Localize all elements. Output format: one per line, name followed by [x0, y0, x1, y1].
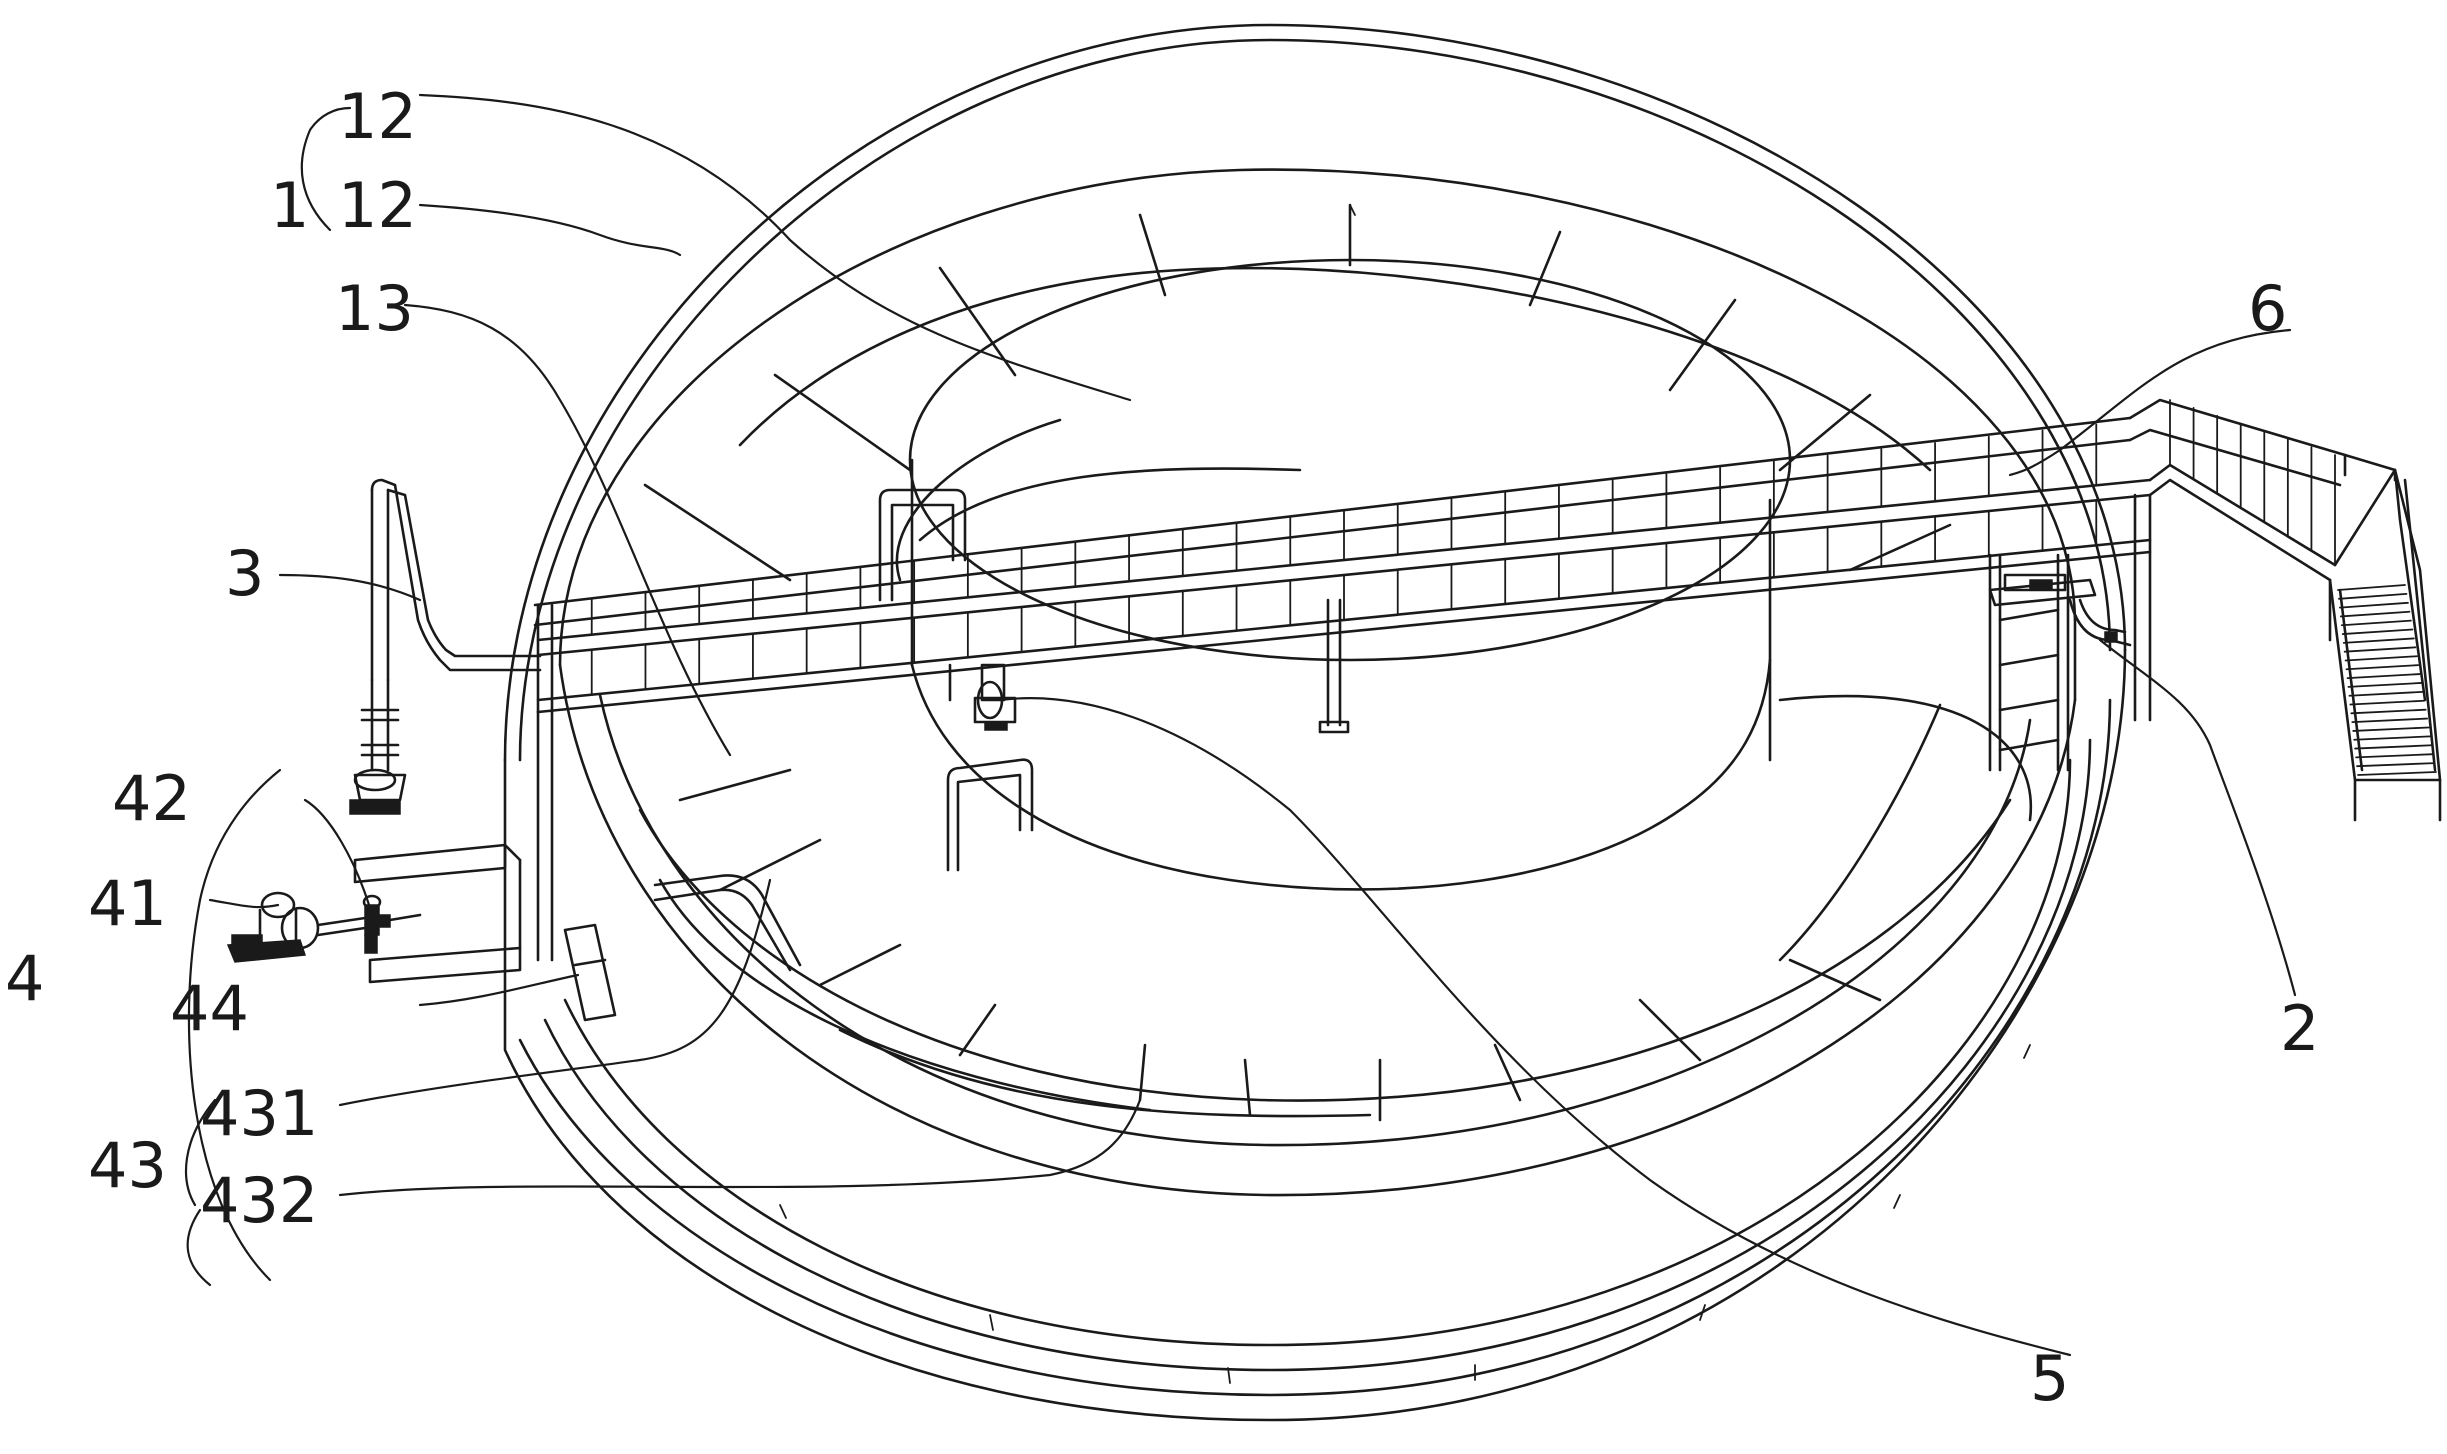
- tank-outer-wall: [503, 23, 2127, 1422]
- pump-motor: [226, 891, 367, 963]
- stair-treads: [2337, 584, 2437, 776]
- label-12-inner: 12: [338, 169, 417, 242]
- weir-box-44: [563, 923, 617, 1022]
- staircase: [2328, 453, 2442, 822]
- label-13: 13: [335, 272, 414, 345]
- label-42: 42: [112, 762, 191, 835]
- label-5: 5: [2030, 1342, 2069, 1415]
- inlet-pipe-top: [878, 488, 967, 602]
- label-4: 4: [5, 942, 44, 1015]
- outer-ring-ticks: [779, 1044, 2031, 1384]
- label-44: 44: [170, 972, 249, 1045]
- launder-support-struts: [643, 203, 1952, 1122]
- label-1: 1: [270, 169, 309, 242]
- label-43: 43: [88, 1129, 167, 1202]
- leader-lines: [185, 93, 2297, 1357]
- submersible-pump: [948, 663, 1017, 731]
- label-12-outer: 12: [338, 80, 417, 153]
- inlet-pipe-lower: [653, 874, 802, 972]
- valve: [362, 894, 422, 954]
- inlet-pipe-middle: [946, 758, 1034, 872]
- label-431: 431: [200, 1077, 318, 1150]
- label-41: 41: [88, 867, 167, 940]
- label-2: 2: [2280, 992, 2319, 1065]
- reference-labels: 12 12 1 13 6 3 42 41 4 44 431 43 432 2 5: [5, 80, 2319, 1415]
- inner-basin-wall: [558, 168, 2077, 1197]
- dosing-pipes: [353, 843, 522, 984]
- central-cylinder: [908, 258, 1792, 891]
- scraper-drive-unit: [1988, 573, 2132, 647]
- external-pipe: [349, 478, 542, 815]
- label-3: 3: [225, 537, 264, 610]
- label-432: 432: [200, 1164, 318, 1237]
- walkway-railing-posts: [590, 399, 2336, 696]
- walkway-bridge: [533, 398, 2347, 962]
- launder-trough: [638, 266, 2033, 1118]
- label-6: 6: [2248, 272, 2287, 345]
